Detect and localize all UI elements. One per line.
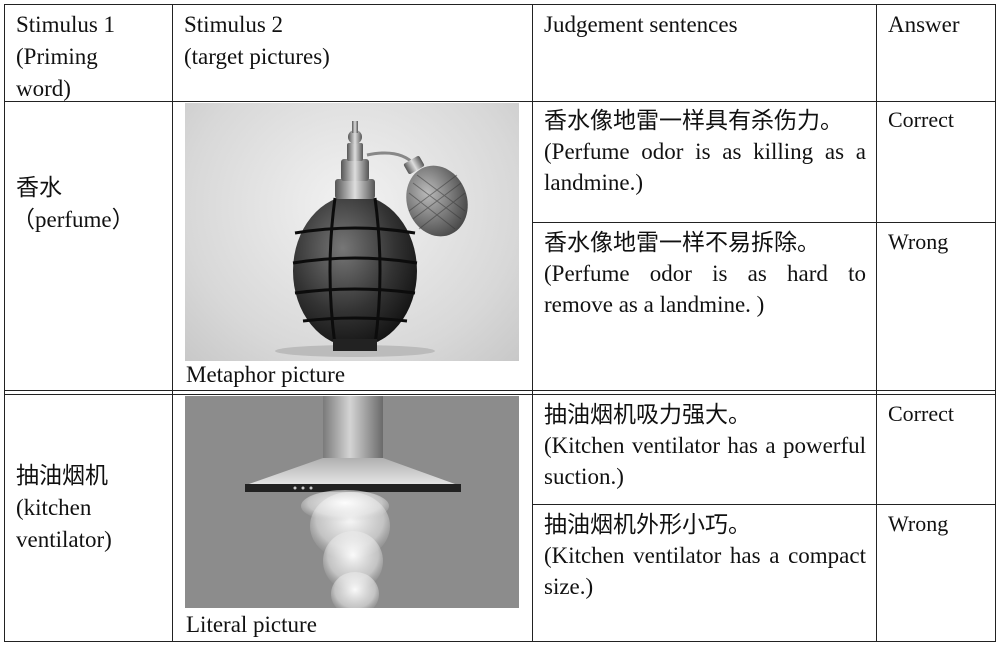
header-answer: Answer [876, 4, 996, 101]
picture-caption: Metaphor picture [186, 362, 346, 387]
row1-sentence-divider [532, 222, 996, 223]
row-divider-double [4, 394, 996, 395]
header-text: (target pictures) [184, 44, 330, 69]
answer-correct: Correct [888, 401, 954, 426]
priming-word-perfume: 香水 （perfume） [12, 172, 166, 236]
priming-word-en: （perfume） [12, 207, 135, 232]
col-divider-3 [876, 4, 877, 642]
row2-sentence-divider [532, 504, 996, 505]
judgement-sentence: 香水像地雷一样不易拆除。 (Perfume odor is as hard to… [532, 223, 876, 390]
header-text: word) [16, 76, 71, 101]
header-divider [4, 101, 996, 102]
sentence-en: (Kitchen ventilator has a powerful sucti… [544, 433, 866, 489]
table-border-left [4, 4, 5, 642]
judgement-sentence: 抽油烟机吸力强大。 (Kitchen ventilator has a powe… [532, 395, 876, 504]
header-text: Judgement sentences [544, 12, 738, 37]
sentence-zh: 香水像地雷一样具有杀伤力。 [544, 108, 843, 133]
priming-word-en: (kitchen [16, 495, 92, 520]
judgement-sentence: 抽油烟机外形小巧。 (Kitchen ventilator has a comp… [532, 505, 876, 641]
sentence-en: (Kitchen ventilator has a compact size.) [544, 543, 866, 599]
judgement-sentence: 香水像地雷一样具有杀伤力。 (Perfume odor is as killin… [532, 101, 876, 222]
sentence-zh: 抽油烟机吸力强大。 [544, 402, 751, 427]
header-judgement: Judgement sentences [532, 4, 876, 101]
header-stimulus-1: Stimulus 1 (Priming word) [4, 4, 172, 101]
sentence-en: (Perfume odor is as hard to remove as a … [544, 261, 866, 317]
sentence-zh: 香水像地雷一样不易拆除。 [544, 230, 820, 255]
picture-caption: Literal picture [186, 612, 317, 637]
priming-word-zh: 香水 [16, 175, 62, 200]
answer-correct: Correct [888, 107, 954, 132]
header-text: Answer [888, 12, 960, 37]
col-divider-1 [172, 4, 173, 642]
table-border-top [4, 4, 996, 5]
header-text: Stimulus 2 [184, 12, 284, 37]
col-divider-2 [532, 4, 533, 642]
table-border-bottom [4, 641, 996, 642]
table-border-right [995, 4, 996, 642]
perfume-grenade-image [185, 103, 519, 361]
range-hood-image [185, 396, 519, 608]
header-stimulus-2: Stimulus 2 (target pictures) [172, 4, 532, 101]
header-text: Stimulus 1 [16, 12, 116, 37]
perfume-grenade-icon [275, 121, 468, 357]
header-text: (Priming [16, 44, 98, 69]
sentence-en: (Perfume odor is as killing as a landmin… [544, 139, 866, 195]
row-divider [4, 390, 996, 391]
answer-wrong: Wrong [888, 229, 949, 254]
sentence-zh: 抽油烟机外形小巧。 [544, 512, 751, 537]
priming-word-en: ventilator) [16, 527, 112, 552]
range-hood-icon [245, 396, 461, 608]
priming-word-kitchen-ventilator: 抽油烟机 (kitchen ventilator) [16, 460, 166, 556]
answer-wrong: Wrong [888, 511, 949, 536]
priming-word-zh: 抽油烟机 [16, 463, 108, 488]
stimulus-table: Stimulus 1 (Priming word) Stimulus 2 (ta… [4, 4, 996, 642]
